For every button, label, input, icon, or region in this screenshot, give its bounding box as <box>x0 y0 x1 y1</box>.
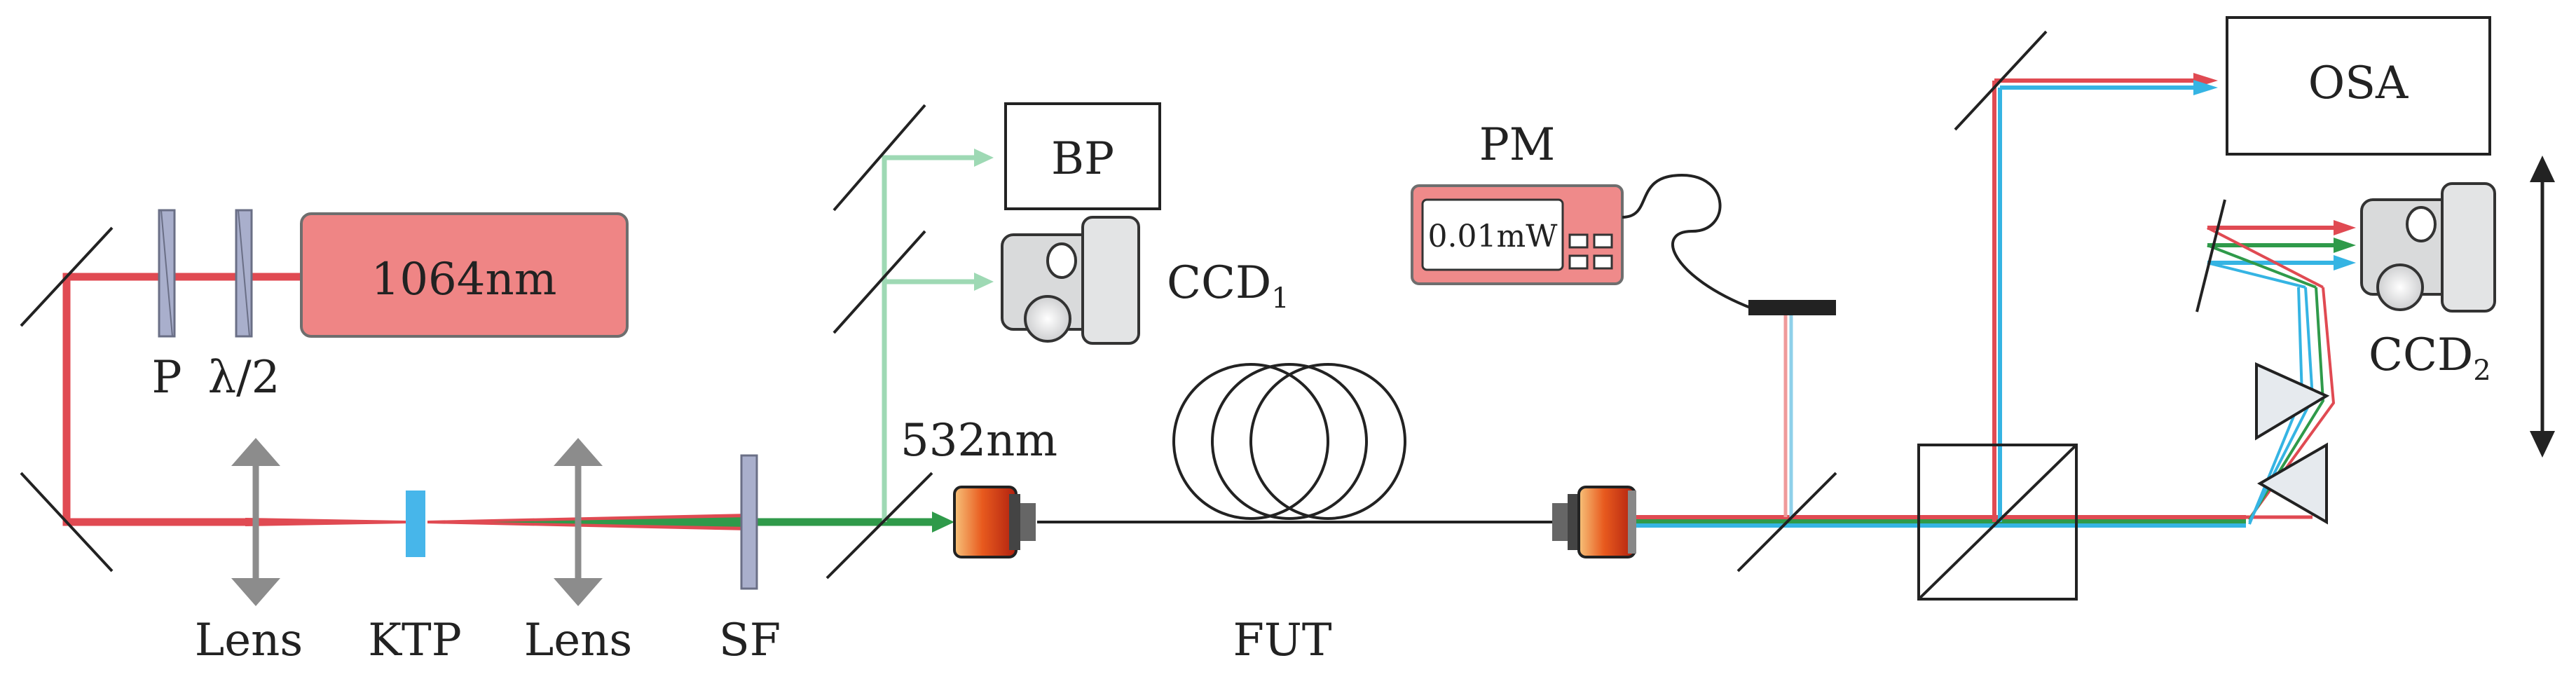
arrowhead-ccd2-red <box>2334 220 2356 235</box>
laser-box <box>300 212 629 338</box>
fiber-coupler-icon <box>1552 486 1636 558</box>
beam-splitter-cube-icon <box>1917 444 2078 601</box>
ccd1-label: CCD1 <box>1167 257 1289 315</box>
osa-label: OSA <box>2308 57 2409 109</box>
mirror-icon <box>20 226 114 327</box>
laser-label: 1064nm <box>371 254 557 306</box>
camera-icon <box>2360 182 2496 313</box>
pm-cable <box>1622 173 1753 310</box>
fan-to-mirror-red <box>2207 226 2324 289</box>
pm-detector <box>1748 300 1836 315</box>
fiber-coupler-icon <box>953 486 1036 558</box>
ktp-label: KTP <box>368 615 462 666</box>
fiber-coil-icon <box>1172 363 1406 520</box>
polarizer-label: P <box>151 352 181 404</box>
mirror-icon <box>20 472 114 572</box>
mirror-icon <box>1736 472 1837 572</box>
mirror-icon <box>833 104 926 212</box>
sf-filter <box>740 454 758 590</box>
lens-left-label: Lens <box>195 615 303 666</box>
arrowhead-ccd1 <box>974 273 994 291</box>
fan-to-mirror-green <box>2207 244 2317 289</box>
sf-label: SF <box>719 615 781 666</box>
arrowhead-ccd2-blue <box>2334 255 2356 270</box>
ir-beam-upper <box>62 273 301 526</box>
mirror-icon <box>1954 30 2048 131</box>
beam-paths <box>62 73 2356 533</box>
lens-arrow-icon <box>231 438 280 606</box>
prism-icon <box>2255 362 2330 525</box>
ccd2-beams <box>2207 226 2341 289</box>
fut-label: FUT <box>1233 615 1331 666</box>
polarizer-line <box>160 210 173 337</box>
half-wave-line <box>238 210 250 337</box>
fan-to-mirror-blue <box>2207 261 2306 289</box>
ir-focus-cone <box>245 518 406 526</box>
lens-right-label: Lens <box>524 615 632 666</box>
green-branch <box>882 155 981 522</box>
translation-arrow <box>2530 156 2555 458</box>
bp-label: BP <box>1051 133 1114 185</box>
lens-arrow-icon <box>554 438 603 606</box>
arrowhead-coupler <box>932 512 954 533</box>
pm-display <box>1421 198 1564 271</box>
green-wavelength-label: 532nm <box>900 415 1057 467</box>
mirror-icon <box>825 472 933 579</box>
arrowhead-ccd2-green <box>2334 238 2356 253</box>
mirror-icon <box>2195 199 2226 313</box>
camera-icon <box>1001 216 1140 345</box>
pm-label: PM <box>1479 119 1556 171</box>
half-wave-label: λ/2 <box>208 352 280 404</box>
mirror-icon <box>833 230 926 334</box>
arrowhead-osa-blue <box>2193 80 2218 95</box>
mirrors <box>20 30 2226 579</box>
osa-box <box>2226 16 2491 156</box>
mixed-cone-green <box>491 517 750 527</box>
pm-reading: 0.01mW <box>1428 219 1558 254</box>
arrowhead-bp <box>974 149 994 167</box>
ktp-crystal <box>406 491 425 557</box>
ccd2-label: CCD2 <box>2369 329 2491 387</box>
bp-box <box>1004 102 1161 210</box>
pm-buttons <box>1568 233 1613 270</box>
